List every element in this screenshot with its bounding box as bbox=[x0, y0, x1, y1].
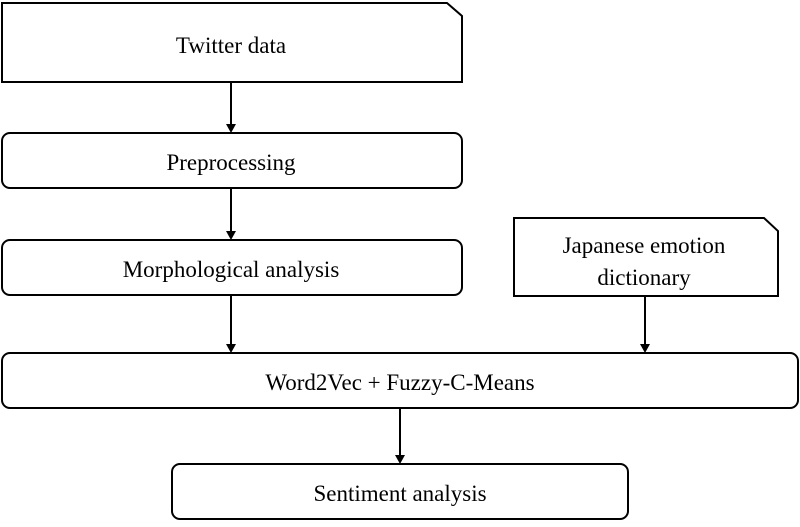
arrowhead-icon bbox=[226, 124, 236, 133]
japanese-emotion-dictionary-label-line2: dictionary bbox=[597, 265, 691, 290]
arrowhead-icon bbox=[395, 455, 405, 464]
node-morphological-analysis: Morphological analysis bbox=[1, 239, 463, 296]
arrowhead-icon bbox=[226, 231, 236, 240]
sentiment-analysis-label: Sentiment analysis bbox=[313, 481, 486, 506]
japanese-emotion-dictionary-label-line1: Japanese emotion bbox=[563, 233, 726, 258]
word2vec-fcm-label: Word2Vec + Fuzzy-C-Means bbox=[265, 370, 534, 395]
node-japanese-emotion-dictionary: Japanese emotion dictionary bbox=[513, 217, 779, 297]
morphological-analysis-label: Morphological analysis bbox=[123, 257, 340, 282]
twitter-data-label: Twitter data bbox=[176, 33, 286, 58]
node-word2vec-fcm: Word2Vec + Fuzzy-C-Means bbox=[1, 352, 799, 409]
edge-morphological-to-word2vec bbox=[226, 295, 236, 353]
arrowhead-icon bbox=[226, 344, 236, 353]
edge-twitter-to-preprocessing bbox=[226, 82, 236, 133]
twitter-data-shape bbox=[1, 2, 463, 83]
edge-word2vec-to-sentiment bbox=[395, 408, 405, 464]
node-sentiment-analysis: Sentiment analysis bbox=[171, 463, 629, 520]
node-twitter-data: Twitter data bbox=[1, 2, 463, 83]
japanese-emotion-dictionary-shape bbox=[513, 217, 779, 297]
node-preprocessing: Preprocessing bbox=[1, 132, 463, 189]
edge-dictionary-to-word2vec bbox=[640, 296, 650, 353]
preprocessing-label: Preprocessing bbox=[166, 150, 296, 175]
arrowhead-icon bbox=[640, 344, 650, 353]
edge-preprocessing-to-morphological bbox=[226, 188, 236, 240]
